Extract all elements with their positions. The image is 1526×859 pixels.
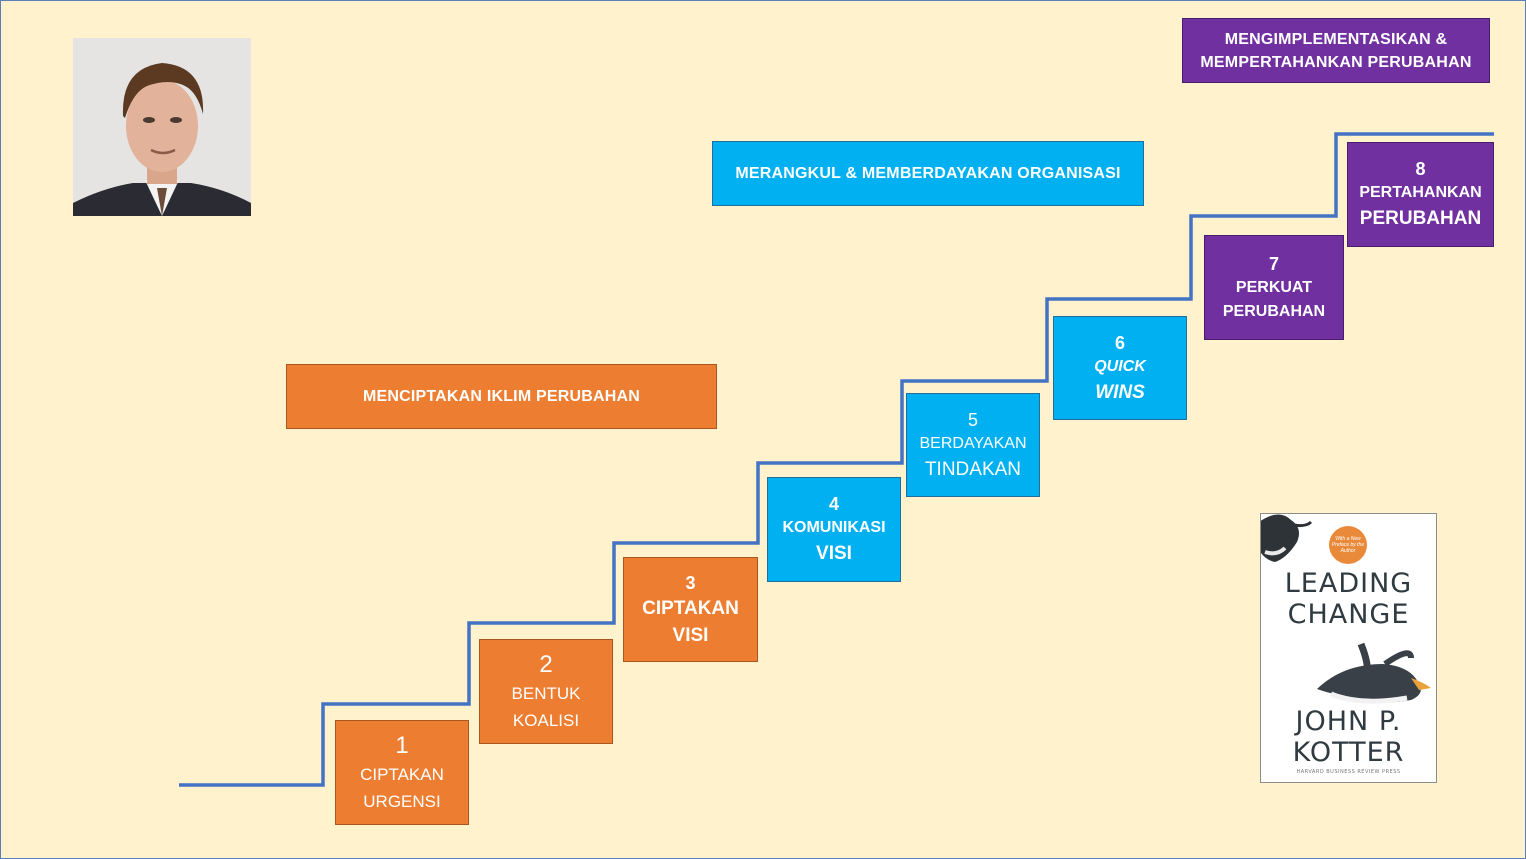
step-number: 1 bbox=[395, 731, 408, 761]
phase-label-line1: MENGIMPLEMENTASIKAN & bbox=[1225, 28, 1448, 51]
book-title: LEADING CHANGE bbox=[1261, 568, 1436, 630]
step-line2: URGENSI bbox=[363, 788, 440, 815]
book-title-line2: CHANGE bbox=[1261, 599, 1436, 630]
step-line1: PERKUAT bbox=[1236, 276, 1312, 300]
step-4-box: 4 KOMUNIKASI VISI bbox=[767, 477, 901, 582]
step-5-box: 5 BERDAYAKAN TINDAKAN bbox=[906, 393, 1040, 497]
step-number: 2 bbox=[539, 650, 552, 680]
phase-implement-sustain: MENGIMPLEMENTASIKAN & MEMPERTAHANKAN PER… bbox=[1182, 18, 1490, 83]
phase-label-line2: MEMPERTAHANKAN PERUBAHAN bbox=[1200, 51, 1471, 74]
book-badge: With a New Preface by the Author bbox=[1329, 526, 1367, 564]
step-number: 4 bbox=[829, 492, 839, 516]
phase-create-climate: MENCIPTAKAN IKLIM PERUBAHAN bbox=[286, 364, 717, 429]
step-number: 7 bbox=[1269, 252, 1279, 276]
step-number: 8 bbox=[1415, 157, 1425, 181]
step-2-box: 2 BENTUK KOALISI bbox=[479, 639, 613, 744]
phase-label: MENCIPTAKAN IKLIM PERUBAHAN bbox=[363, 385, 640, 408]
step-line2: PERUBAHAN bbox=[1223, 300, 1325, 324]
step-line2: TINDAKAN bbox=[925, 456, 1021, 483]
step-line2: KOALISI bbox=[513, 707, 579, 734]
phase-engage-enable: MERANGKUL & MEMBERDAYAKAN ORGANISASI bbox=[712, 141, 1144, 206]
step-7-box: 7 PERKUAT PERUBAHAN bbox=[1204, 235, 1344, 340]
book-publisher: HARVARD BUSINESS REVIEW PRESS bbox=[1261, 769, 1436, 775]
book-title-line1: LEADING bbox=[1261, 568, 1436, 599]
book-author: JOHN P. KOTTER bbox=[1261, 706, 1436, 768]
portrait-photo bbox=[73, 38, 251, 216]
step-line2: PERUBAHAN bbox=[1360, 205, 1481, 232]
step-line2: VISI bbox=[816, 540, 852, 567]
step-1-box: 1 CIPTAKAN URGENSI bbox=[335, 720, 469, 825]
book-author-line1: JOHN P. bbox=[1261, 706, 1436, 737]
step-number: 5 bbox=[968, 408, 978, 432]
step-number: 3 bbox=[685, 571, 695, 595]
step-3-box: 3 CIPTAKAN VISI bbox=[623, 557, 758, 662]
step-number: 6 bbox=[1115, 331, 1125, 355]
book-author-line2: KOTTER bbox=[1261, 737, 1436, 768]
phase-label: MERANGKUL & MEMBERDAYAKAN ORGANISASI bbox=[735, 162, 1120, 185]
step-line1: CIPTAKAN bbox=[642, 595, 739, 622]
step-8-box: 8 PERTAHANKAN PERUBAHAN bbox=[1347, 142, 1494, 247]
step-line2: WINS bbox=[1095, 379, 1145, 406]
step-line1: PERTAHANKAN bbox=[1359, 181, 1481, 205]
step-line1: BERDAYAKAN bbox=[920, 432, 1027, 456]
step-line2: VISI bbox=[673, 622, 709, 649]
step-line1: KOMUNIKASI bbox=[782, 516, 885, 540]
step-6-box: 6 QUICK WINS bbox=[1053, 316, 1187, 420]
book-cover-image: With a New Preface by the Author LEADING… bbox=[1260, 513, 1437, 783]
step-line1: QUICK bbox=[1094, 355, 1146, 379]
step-line1: BENTUK bbox=[512, 680, 581, 707]
step-line1: CIPTAKAN bbox=[360, 761, 444, 788]
